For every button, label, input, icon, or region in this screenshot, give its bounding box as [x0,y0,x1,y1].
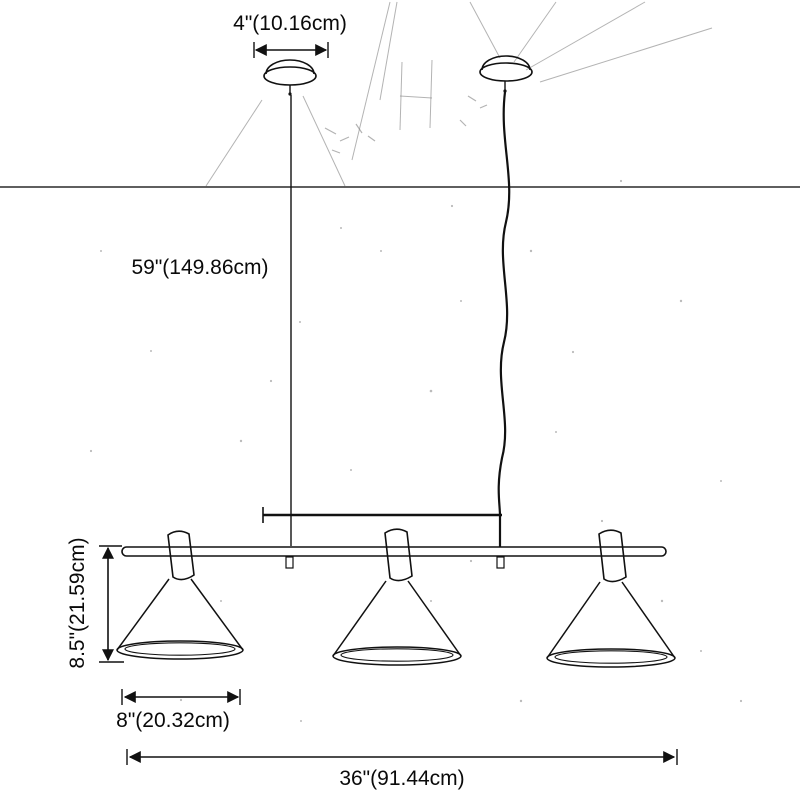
cord-clip-right [496,556,505,569]
cord-clip-left [285,556,294,569]
shade-height-dimension [99,545,124,663]
ceiling-sketch-lines [205,1,713,187]
fixture-bar [121,546,667,569]
canopy-width-dimension [253,42,329,58]
fixture-width-dimension [126,749,678,765]
lamp-shade-right [546,529,676,668]
socket-holder-left [167,530,195,581]
shade-diameter-dimension [121,689,241,705]
socket-holder-right [598,529,627,583]
mid-reference-line [262,507,502,523]
right-cord [497,91,511,548]
socket-holder-middle [384,528,413,582]
speckle-noise [89,179,743,722]
lamp-shade-middle [332,528,462,666]
right-canopy [479,55,533,93]
shade-height-label: 8.5"(21.59cm) [66,537,89,668]
lamp-shade-left [116,530,244,660]
shade-diameter-label: 8"(20.32cm) [116,709,230,732]
suspension-length-label: 59"(149.86cm) [131,256,268,279]
left-canopy [263,59,317,96]
fixture-width-label: 36"(91.44cm) [339,767,464,790]
canopy-width-label: 4"(10.16cm) [233,12,347,35]
